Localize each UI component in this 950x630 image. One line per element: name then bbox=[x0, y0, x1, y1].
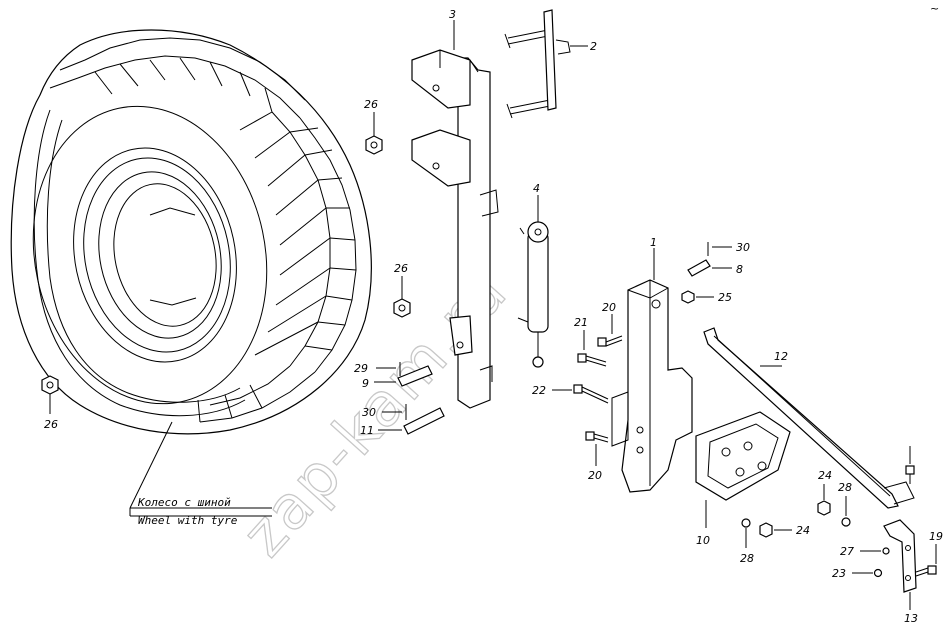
callout-8: 8 bbox=[736, 263, 743, 276]
callout-30a: 30 bbox=[362, 406, 376, 419]
callout-19: 19 bbox=[929, 530, 943, 543]
callout-20b: 20 bbox=[588, 469, 602, 482]
callout-24b: 24 bbox=[796, 524, 810, 537]
callout-26b: 26 bbox=[394, 262, 408, 275]
callout-2: 2 bbox=[590, 40, 597, 53]
wheel-with-tyre-illustration bbox=[10, 29, 372, 435]
part-2-u-bolt bbox=[504, 9, 571, 119]
nut-26-middle bbox=[393, 298, 411, 318]
nut-25 bbox=[681, 290, 695, 304]
bolt-22 bbox=[573, 384, 609, 404]
pin-11 bbox=[403, 407, 445, 435]
part-13-angle-bracket bbox=[883, 519, 917, 593]
callout-9: 9 bbox=[362, 377, 369, 390]
callout-26a: 26 bbox=[364, 98, 378, 111]
bolt-20-upper bbox=[597, 335, 623, 347]
callout-26c: 26 bbox=[44, 418, 58, 431]
bolt-12-end bbox=[905, 465, 915, 484]
washer-23 bbox=[873, 568, 883, 578]
callout-labels: 1 2 3 4 8 9 10 11 12 13 19 20 20 21 22 2… bbox=[44, 8, 943, 625]
callout-12: 12 bbox=[774, 350, 788, 363]
callout-3: 3 bbox=[449, 8, 456, 21]
callout-30b: 30 bbox=[736, 241, 750, 254]
washer-28-lower bbox=[741, 518, 751, 528]
part-12-rod bbox=[703, 327, 915, 509]
callout-10: 10 bbox=[696, 534, 710, 547]
nut-26-left bbox=[41, 375, 59, 395]
bolt-21 bbox=[577, 353, 607, 367]
callout-28a: 28 bbox=[838, 481, 852, 494]
callout-27: 27 bbox=[840, 545, 854, 558]
nut-24-upper bbox=[817, 500, 831, 516]
callout-11: 11 bbox=[360, 424, 374, 437]
callout-4: 4 bbox=[533, 182, 540, 195]
bolt-20-lower bbox=[585, 431, 609, 443]
callout-23: 23 bbox=[832, 567, 846, 580]
part-10-plate bbox=[695, 411, 791, 501]
callout-22: 22 bbox=[532, 384, 546, 397]
caption-ru: Колесо с шиной bbox=[137, 496, 231, 509]
callout-21: 21 bbox=[574, 316, 588, 329]
part-3-carrier-post bbox=[411, 49, 499, 409]
tyre-tread-pattern bbox=[49, 37, 357, 423]
washer-28-upper bbox=[841, 517, 851, 527]
part-4-strut bbox=[517, 221, 549, 368]
caption-en: Wheel with tyre bbox=[138, 514, 238, 527]
nut-24-lower bbox=[759, 522, 773, 538]
corner-mark: ~ bbox=[930, 2, 939, 15]
callout-24a: 24 bbox=[818, 469, 832, 482]
callout-29: 29 bbox=[354, 362, 368, 375]
nut-26-upper bbox=[365, 135, 383, 155]
bolt-19 bbox=[915, 565, 937, 577]
callout-13: 13 bbox=[904, 612, 918, 625]
callout-28b: 28 bbox=[740, 552, 754, 565]
callout-1: 1 bbox=[650, 236, 657, 249]
washer-27 bbox=[882, 547, 890, 555]
part-1-bracket bbox=[611, 279, 693, 493]
pin-9 bbox=[397, 365, 433, 387]
callout-20a: 20 bbox=[602, 301, 616, 314]
pin-8 bbox=[687, 259, 711, 277]
caption-leaders bbox=[129, 421, 272, 517]
callout-25: 25 bbox=[718, 291, 732, 304]
